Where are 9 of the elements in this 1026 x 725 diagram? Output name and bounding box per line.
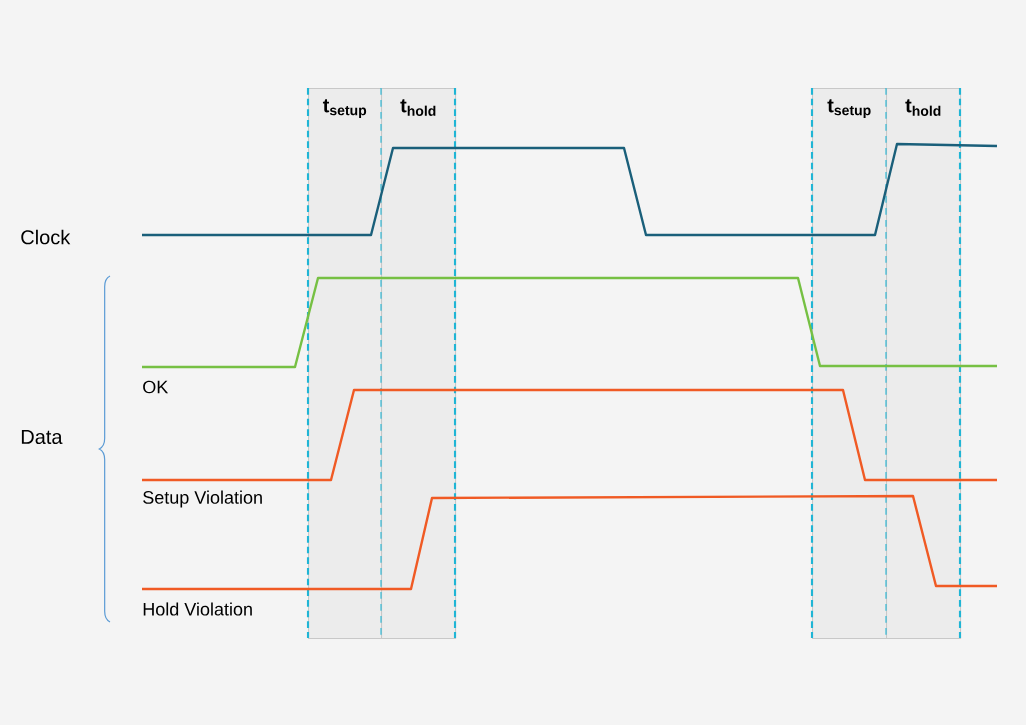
timing-window: t$_{setup}$ xyxy=(812,88,888,640)
timing-window: t$_{hold}$ xyxy=(886,88,962,640)
signal-label: Data xyxy=(21,430,63,444)
signal-label: Clock xyxy=(21,229,71,245)
timing-window: t$_{hold}$ xyxy=(381,88,457,640)
signal-label: Setup Violation xyxy=(143,490,262,508)
signal-label: OK xyxy=(143,380,169,394)
signal-label: Hold Violation xyxy=(143,602,252,616)
timing-window: t$_{setup}$ xyxy=(308,88,383,640)
